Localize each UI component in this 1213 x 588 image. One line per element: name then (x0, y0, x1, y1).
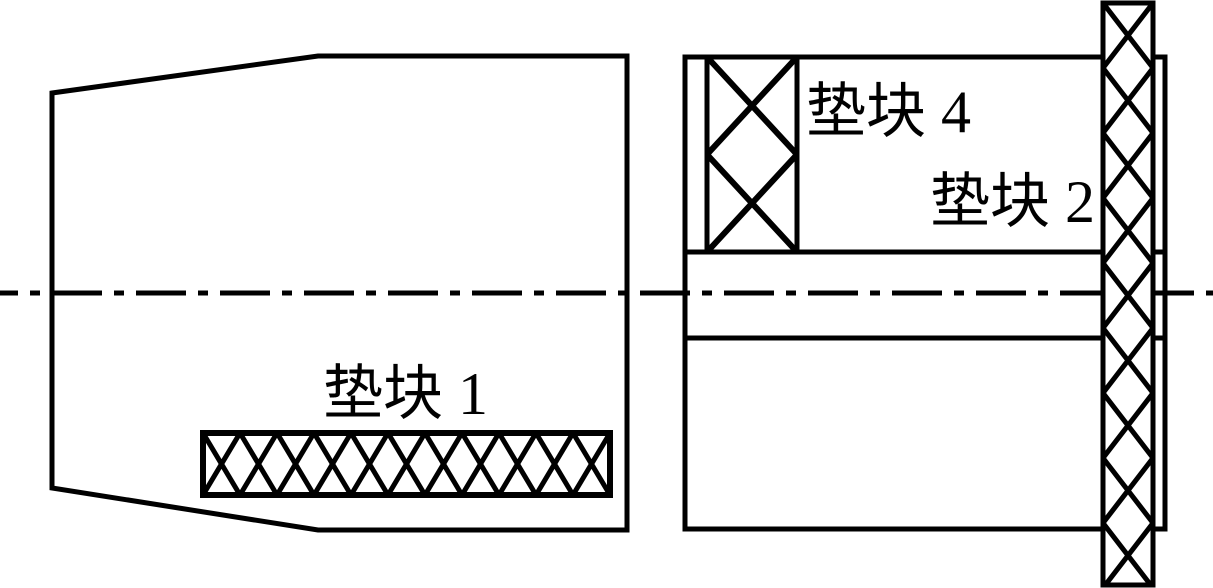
pad2-label: 垫块 2 (930, 169, 1095, 235)
pad1-hatched-block (200, 430, 613, 498)
pad2-hatched-strip (1100, 0, 1156, 588)
pad4-hatched-block (704, 54, 800, 255)
pad4-label: 垫块 4 (806, 79, 971, 145)
left-taper-body-outline (49, 53, 630, 533)
pad1-label: 垫块 1 (323, 361, 488, 427)
